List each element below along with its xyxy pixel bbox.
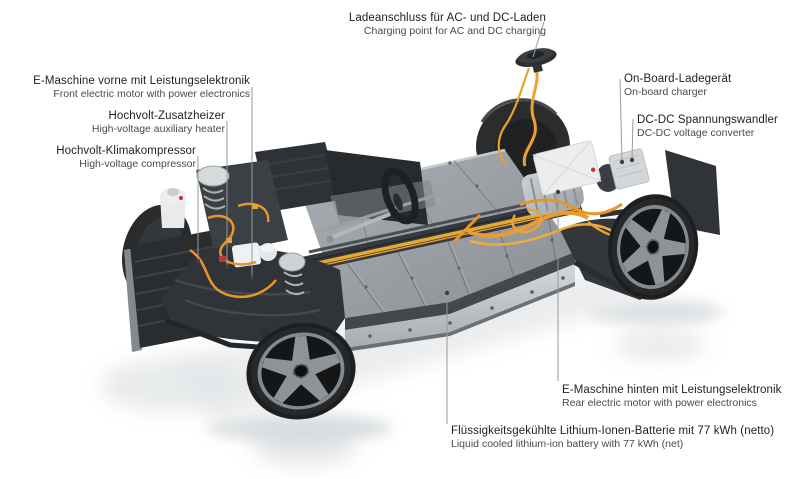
onboard-charger-unit <box>532 139 602 197</box>
battery-sill <box>345 264 575 348</box>
brake-reservoir <box>231 242 262 268</box>
coolant-tank <box>160 196 186 228</box>
front-wheel <box>234 309 368 433</box>
dcdc-converter-unit <box>608 148 650 190</box>
front-drive-module <box>124 142 436 353</box>
front-strut <box>278 252 306 272</box>
charging-port <box>515 48 557 73</box>
strut-tower <box>196 165 230 187</box>
rear-hv-cables <box>452 198 635 246</box>
steering-assembly <box>317 167 453 243</box>
charging-cable <box>497 65 539 167</box>
leader-lines <box>195 21 635 424</box>
steering-wheel <box>381 167 419 225</box>
battery-side-face <box>345 252 575 330</box>
